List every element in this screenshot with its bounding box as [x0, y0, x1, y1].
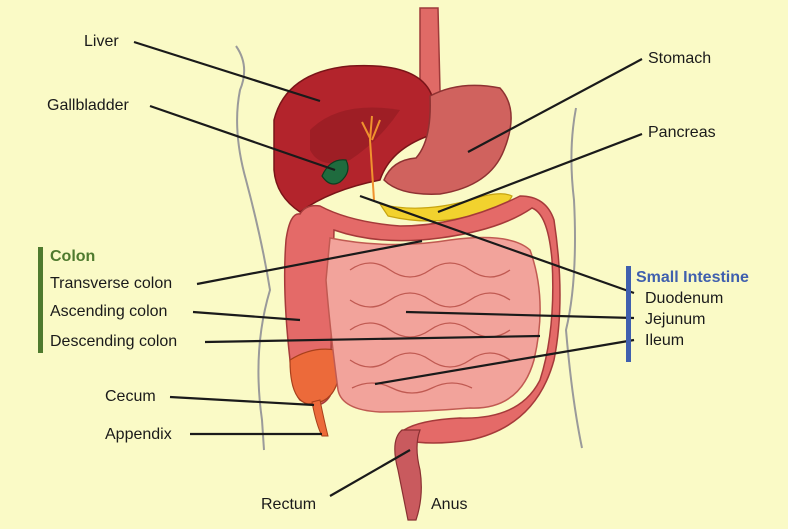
- leader-rectum: [329, 449, 411, 497]
- label-ascending-colon: Ascending colon: [50, 303, 168, 320]
- cecum: [289, 348, 339, 405]
- small-intestine-group-bar: [626, 266, 631, 362]
- label-descending-colon: Descending colon: [50, 333, 178, 350]
- leader-pancreas: [437, 132, 643, 214]
- label-appendix: Appendix: [105, 426, 172, 443]
- body-outline-left: [235, 45, 272, 451]
- stomach: [383, 84, 512, 195]
- leader-gallbladder: [149, 104, 336, 172]
- label-jejunum: Jejunum: [645, 311, 706, 328]
- small-intestine-group-title: Small Intestine: [636, 269, 749, 286]
- body-outline-right: [564, 107, 583, 449]
- bile-duct: [361, 115, 381, 201]
- liver-shadow: [310, 107, 400, 164]
- label-anus: Anus: [431, 496, 468, 513]
- leader-ileum: [374, 338, 635, 386]
- label-liver: Liver: [84, 33, 119, 50]
- leader-duodenum: [359, 194, 635, 295]
- leader-liver: [133, 40, 321, 103]
- label-stomach: Stomach: [648, 50, 712, 67]
- colon-group-bar: [38, 247, 43, 353]
- small-intestine-folds: [349, 262, 511, 394]
- leader-stomach: [467, 58, 643, 153]
- label-pancreas: Pancreas: [648, 124, 716, 141]
- small-intestine: [325, 236, 541, 413]
- label-cecum: Cecum: [105, 388, 156, 405]
- leader-cecum: [169, 395, 315, 407]
- label-ileum: Ileum: [645, 332, 685, 349]
- leader-lines: [133, 40, 643, 497]
- leader-transverse-colon: [196, 239, 423, 286]
- gallbladder: [321, 159, 349, 185]
- leader-jejunum: [405, 310, 635, 320]
- rectum: [394, 429, 422, 521]
- label-transverse-colon: Transverse colon: [50, 275, 173, 292]
- appendix: [311, 399, 329, 437]
- label-gallbladder: Gallbladder: [47, 97, 129, 114]
- colon-group-title: Colon: [50, 248, 96, 265]
- label-rectum: Rectum: [261, 496, 317, 513]
- label-duodenum: Duodenum: [645, 290, 724, 307]
- leader-ascending-colon: [192, 310, 301, 322]
- leader-descending-colon: [204, 334, 541, 344]
